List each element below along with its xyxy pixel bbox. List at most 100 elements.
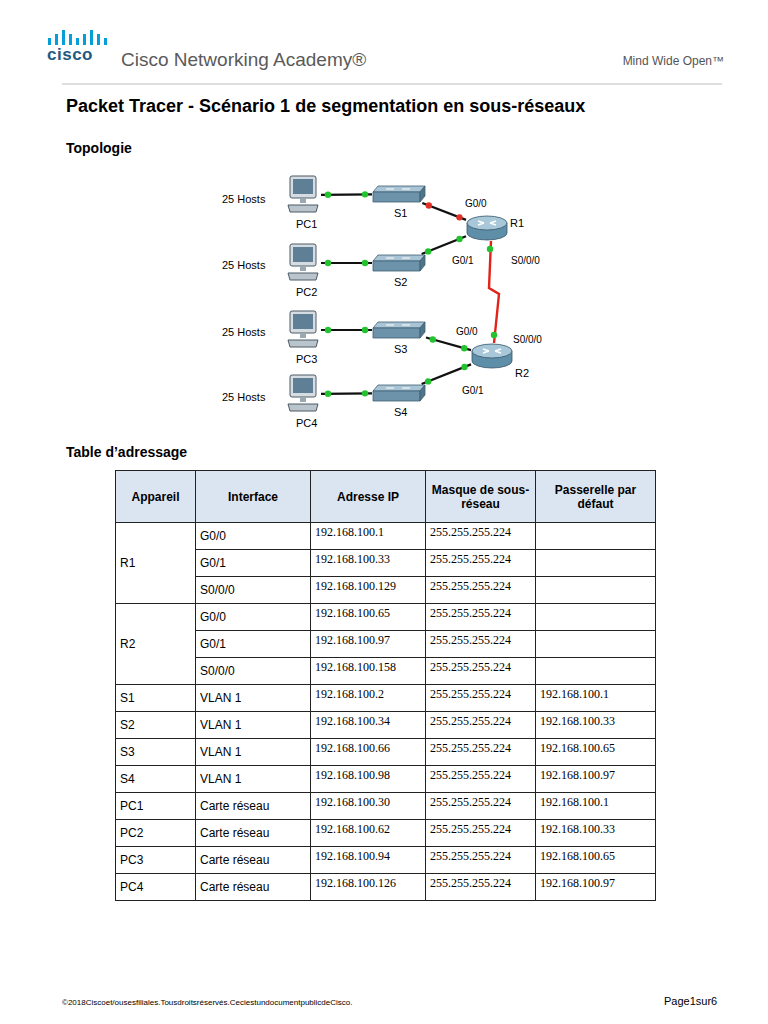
table-cell: 192.168.100.1 (540, 795, 609, 809)
pc-node: PC4 (285, 374, 321, 414)
empty-cell (536, 631, 656, 658)
table-cell: 192.168.100.65 (540, 741, 615, 755)
table-cell: S4 (120, 772, 135, 786)
link-light (426, 202, 432, 208)
interface-label: G0/1 (462, 385, 484, 397)
table-cell: 192.168.100.1 (540, 687, 609, 701)
pc-icon (285, 310, 321, 350)
table-cell: 192.168.100.33 (315, 552, 390, 566)
interface-label: S0/0/0 (513, 334, 542, 346)
table-cell: PC3 (116, 847, 196, 874)
table-cell: 192.168.100.94 (315, 849, 390, 863)
table-cell: 192.168.100.33 (311, 550, 426, 577)
address-table: Appareil Interface Adresse IP Masque de sou… (115, 470, 656, 901)
link-light (491, 332, 497, 338)
pc-node: PC2 (285, 243, 321, 283)
empty-cell (536, 550, 656, 577)
switch-node: S3 (372, 321, 426, 339)
link-light (456, 214, 462, 220)
table-cell: 192.168.100.126 (311, 874, 426, 901)
router-node: R2 (471, 343, 513, 369)
table-cell: 192.168.100.129 (311, 577, 426, 604)
copyright-note: ©2018Ciscoet/ousesfiliales.Tousdroitsrés… (62, 998, 352, 1007)
serial-link (489, 241, 499, 343)
table-cell: 192.168.100.158 (311, 658, 426, 685)
table-cell: S0/0/0 (200, 583, 235, 597)
device-name: R1 (510, 217, 524, 229)
table-cell: S0/0/0 (196, 658, 311, 685)
switch-icon (372, 185, 426, 203)
pc-icon (285, 243, 321, 283)
table-cell: 255.255.255.224 (430, 579, 511, 593)
table-cell: 255.255.255.224 (426, 712, 536, 739)
brand-name: Cisco Networking Academy® (121, 49, 366, 71)
table-cell: 255.255.255.224 (426, 766, 536, 793)
link-light (430, 336, 436, 342)
table-cell: 192.168.100.126 (315, 876, 396, 890)
pc-icon (285, 175, 321, 215)
table-cell: 192.168.100.97 (540, 768, 615, 782)
table-cell: 192.168.100.66 (311, 739, 426, 766)
table-cell: Appareil (116, 471, 196, 523)
table-cell: R1 (116, 523, 196, 604)
table-cell: 255.255.255.224 (430, 741, 511, 755)
table-cell: VLAN 1 (196, 739, 311, 766)
table-cell: 255.255.255.224 (426, 739, 536, 766)
table-cell: 192.168.100.98 (315, 768, 390, 782)
pc-icon (285, 374, 321, 414)
table-cell: Masque de sous-réseau (426, 471, 536, 523)
cisco-bars (48, 30, 107, 45)
table-cell: 255.255.255.224 (426, 550, 536, 577)
interface-label: S0/0/0 (511, 255, 540, 267)
table-cell: Carte réseau (196, 820, 311, 847)
table-header: Adresse IP (337, 490, 399, 504)
table-cell: S4 (116, 766, 196, 793)
table-cell: S1 (116, 685, 196, 712)
table-cell: 192.168.100.33 (540, 714, 615, 728)
table-cell: 255.255.255.224 (426, 847, 536, 874)
table-cell: R2 (116, 604, 196, 685)
device-name: PC2 (296, 286, 317, 298)
table-cell: 192.168.100.97 (536, 766, 656, 793)
interface-label: G0/1 (452, 255, 474, 267)
device-name: PC4 (296, 417, 317, 429)
table-cell: G0/1 (200, 556, 226, 570)
table-cell: VLAN 1 (200, 745, 241, 759)
table-cell: VLAN 1 (200, 772, 241, 786)
link-light (461, 345, 467, 351)
table-header: Interface (228, 490, 278, 504)
ethernet-link (422, 364, 471, 384)
table-cell: Carte réseau (200, 826, 269, 840)
table-cell: 255.255.255.224 (430, 768, 511, 782)
switch-node: S1 (372, 185, 426, 203)
table-cell: 255.255.255.224 (430, 876, 511, 890)
link-light (425, 248, 431, 254)
table-cell: 255.255.255.224 (430, 795, 511, 809)
table-header: Passerelle par défaut (555, 483, 636, 511)
empty-cell (536, 604, 656, 631)
link-light (325, 327, 331, 333)
table-cell: G0/0 (200, 529, 226, 543)
table-cell: 192.168.100.62 (311, 820, 426, 847)
table-cell: 255.255.255.224 (430, 606, 511, 620)
table-cell: 192.168.100.34 (315, 714, 390, 728)
table-cell: Interface (196, 471, 311, 523)
table-cell: Carte réseau (196, 847, 311, 874)
router-icon (471, 343, 513, 369)
table-cell: 255.255.255.224 (430, 552, 511, 566)
device-name: S1 (394, 207, 407, 219)
device-name: S4 (394, 406, 407, 418)
table-cell: S2 (120, 718, 135, 732)
table-cell: PC2 (116, 820, 196, 847)
table-cell: PC1 (120, 799, 143, 813)
table-cell: VLAN 1 (200, 718, 241, 732)
table-cell: 192.168.100.94 (311, 847, 426, 874)
header-rule (62, 84, 722, 85)
table-cell: 255.255.255.224 (430, 822, 511, 836)
interface-label: G0/0 (465, 198, 487, 210)
link-light (325, 260, 331, 266)
link-light (425, 378, 431, 384)
pc-node: PC3 (285, 310, 321, 350)
switch-node: S2 (372, 254, 426, 272)
table-cell: 192.168.100.65 (315, 606, 390, 620)
